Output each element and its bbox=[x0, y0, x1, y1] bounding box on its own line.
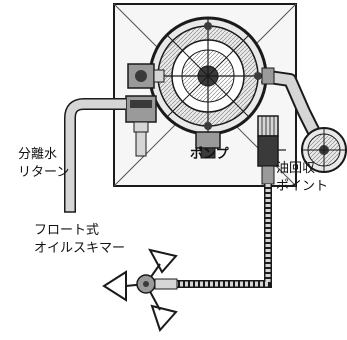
separated-water-return-label: 分離水リターン bbox=[18, 146, 69, 182]
oil-recovery-cylinder bbox=[257, 115, 286, 185]
pump-label: ポンプ bbox=[190, 147, 229, 162]
separated-water-return-pipe bbox=[64, 98, 126, 213]
left-valve-assembly bbox=[125, 63, 165, 157]
right-filter-wheel bbox=[301, 127, 347, 173]
oil-recovery-point-label: 油回収ポイント bbox=[276, 160, 328, 196]
separated-water-return-label-line1: 分離水 bbox=[18, 147, 58, 162]
separated-water-return-label-line2: リターン bbox=[18, 165, 70, 180]
oil-recovery-point-label-line1: 油回収 bbox=[276, 161, 316, 176]
skimmer-hose bbox=[176, 184, 272, 288]
float-skimmer-label-line2: オイルスキマー bbox=[34, 241, 126, 256]
float-skimmer-label-line1: フロート式 bbox=[34, 223, 100, 238]
float-skimmer bbox=[102, 248, 178, 332]
right-arm-pipe bbox=[261, 67, 325, 144]
oil-recovery-point-label-line2: ポイント bbox=[276, 179, 329, 194]
float-skimmer-label: フロート式オイルスキマー bbox=[34, 222, 125, 258]
pump bbox=[195, 131, 221, 159]
separator-wheel bbox=[148, 16, 268, 136]
